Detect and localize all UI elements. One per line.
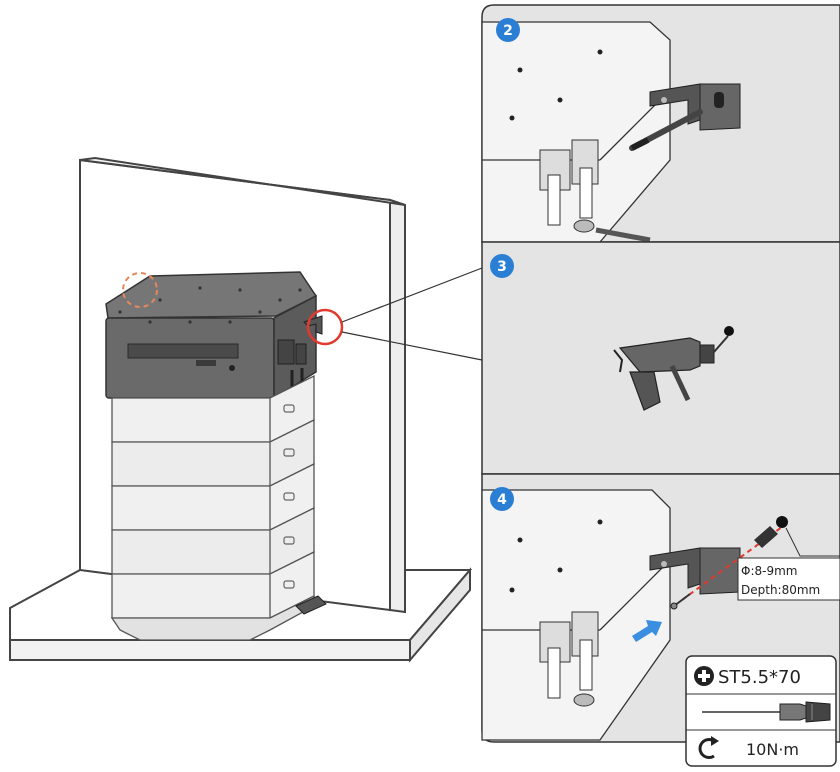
- wall-bracket-callout: [303, 267, 483, 361]
- hole-diameter: Φ:8-9mm: [741, 564, 797, 578]
- torque-value: 10N·m: [746, 740, 799, 759]
- drill-hole-marker: [724, 326, 734, 336]
- phillips-screw-icon: [694, 666, 714, 686]
- battery-stack: [105, 271, 327, 641]
- torque-rotate-icon: [698, 736, 719, 759]
- screwdriver-icon: [702, 701, 831, 723]
- step-4-number: 4: [497, 492, 507, 508]
- step-3-number: 3: [497, 259, 507, 275]
- step-3-badge: [490, 254, 514, 278]
- wall-hole: [776, 516, 788, 528]
- step-2-badge: [496, 18, 520, 42]
- battery-modules: [111, 374, 315, 619]
- screw-type: ST5.5*70: [718, 667, 801, 688]
- hole-spec-label: Φ:8-9mm Depth:80mm: [737, 527, 840, 601]
- top-screw-callout: [122, 272, 158, 308]
- hole-depth: Depth:80mm: [741, 583, 820, 597]
- step-3-panel: 3: [481, 241, 840, 475]
- step-4-badge: [490, 487, 514, 511]
- step-2-number: 2: [503, 23, 513, 39]
- drill-icon: [613, 335, 729, 411]
- screw-spec-box: ST5.5*70 10N·m: [685, 655, 837, 767]
- insert-arrow-icon: [632, 620, 662, 642]
- step-2-panel: 2: [481, 4, 840, 243]
